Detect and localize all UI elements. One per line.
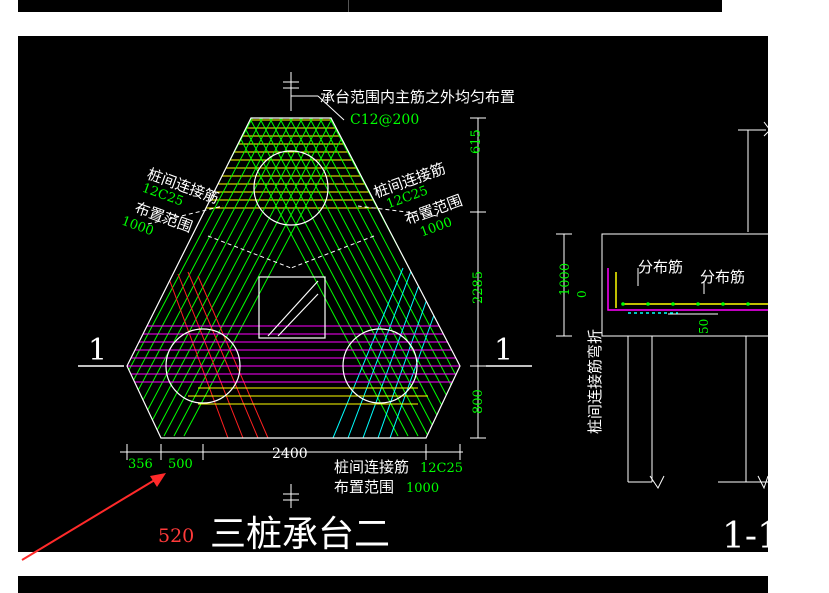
pile-circle-right — [342, 328, 418, 404]
bottom-yellow-rebar — [188, 387, 428, 405]
section-mark-left: 1 — [78, 333, 124, 368]
bottom-tie-rebar: 12C25 — [420, 461, 463, 476]
bottom-range-label: 布置范围 — [334, 478, 394, 496]
section-mark-right: 1 — [486, 333, 532, 368]
pile-circle-left — [165, 328, 241, 404]
top-drawing-strip — [18, 0, 722, 12]
section-title-partial: 1-1 — [722, 516, 768, 552]
dim-bottom-356: 356 — [128, 457, 153, 472]
section-mark-right-label: 1 — [494, 333, 513, 368]
dimension-lines — [120, 117, 486, 460]
top-rebar-spec: C12@200 — [350, 112, 419, 128]
centerline-marks — [283, 72, 345, 508]
red-diagonal-rebar — [167, 271, 269, 438]
bottom-range-value: 1000 — [406, 481, 439, 496]
page-number-label: 520 — [158, 525, 194, 547]
pile-circle-top — [253, 150, 329, 226]
dim-right-bot: 800 — [471, 389, 486, 414]
section-dist-label-1: 分布筋 — [638, 258, 683, 276]
tie-range-lines — [147, 205, 439, 269]
section-dim-1000: 1000 — [558, 263, 573, 296]
section-dim-50: 50 — [697, 319, 711, 334]
dim-right-top: 615 — [469, 129, 484, 154]
bottom-tie-label: 桩间连接筋 — [334, 458, 409, 476]
dim-right-mid: 2285 — [471, 271, 486, 304]
top-note-text: 承台范围内主筋之外均匀布置 — [320, 88, 515, 106]
cad-drawing-canvas[interactable]: 1 1 615 2285 800 2400 356 500 承台范围内主筋之外均… — [18, 36, 768, 552]
section-mark-left-label: 1 — [88, 333, 107, 368]
bottom-magenta-rebar — [127, 325, 460, 383]
pile-cap-outline — [126, 117, 461, 439]
drawing-title: 三桩承台二 — [210, 514, 390, 552]
bottom-drawing-strip — [18, 576, 768, 593]
section-1-1: 分布筋 分布筋 1000 0 50 桩间连接筋弯折 1-1 — [556, 121, 768, 552]
top-strip-divider — [348, 0, 349, 12]
section-dist-label-2: 分布筋 — [700, 268, 745, 286]
section-vertical-note: 桩间连接筋弯折 — [586, 329, 604, 434]
section-dim-0: 0 — [575, 290, 589, 298]
dim-bottom-total: 2400 — [272, 446, 308, 462]
column-section — [258, 276, 326, 339]
dim-bottom-500: 500 — [168, 457, 193, 472]
